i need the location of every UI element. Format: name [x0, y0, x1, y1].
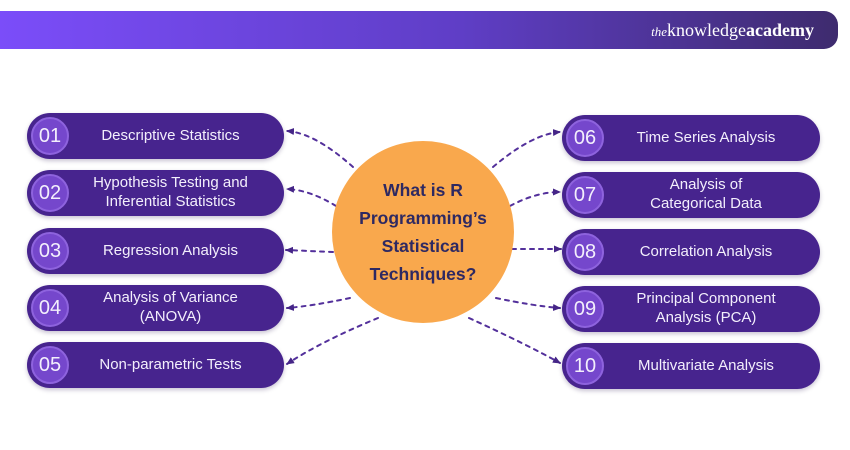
central-topic-title: What is R Programming’s Statistical Tech… [359, 180, 487, 284]
logo-knowledge: knowledge [667, 19, 747, 40]
technique-number-badge: 09 [566, 290, 604, 328]
connector-arrow-10 [468, 317, 561, 364]
technique-pill-correlation-analysis: 08 Correlation Analysis [562, 229, 820, 275]
technique-label: Time Series Analysis [636, 128, 776, 146]
technique-pill-time-series-analysis: 06 Time Series Analysis [562, 115, 820, 161]
logo-academy: academy [746, 19, 814, 40]
technique-number-badge: 06 [566, 119, 604, 157]
technique-number-badge: 02 [31, 174, 69, 212]
connector-arrow-09 [495, 297, 561, 311]
technique-number-badge: 05 [31, 346, 69, 384]
technique-pill-hypothesis-testing: 02 Hypothesis Testing and Inferential St… [27, 170, 284, 216]
technique-number-badge: 08 [566, 233, 604, 271]
technique-label: Hypothesis Testing and Inferential Stati… [93, 174, 248, 210]
technique-number-badge: 07 [566, 176, 604, 214]
technique-number-badge: 01 [31, 117, 69, 155]
technique-label: Regression Analysis [102, 241, 239, 259]
technique-number-badge: 04 [31, 289, 69, 327]
technique-label: Descriptive Statistics [101, 126, 240, 144]
technique-label: Multivariate Analysis [638, 356, 774, 374]
connector-arrow-03 [285, 246, 334, 254]
technique-pill-anova: 04 Analysis of Variance (ANOVA) [27, 285, 284, 331]
technique-pill-pca: 09 Principal Component Analysis (PCA) [562, 286, 820, 332]
technique-pill-categorical-data: 07 Analysis of Categorical Data [562, 172, 820, 218]
connector-arrow-05 [286, 317, 379, 365]
technique-pill-non-parametric-tests: 05 Non-parametric Tests [27, 342, 284, 388]
central-topic-circle: What is R Programming’s Statistical Tech… [332, 141, 514, 323]
technique-label: Analysis of Variance (ANOVA) [103, 289, 238, 325]
technique-label: Principal Component Analysis (PCA) [636, 290, 776, 326]
connector-arrow-01 [286, 128, 354, 168]
technique-label: Analysis of Categorical Data [650, 176, 762, 212]
connector-arrow-07 [509, 188, 561, 207]
technique-pill-multivariate-analysis: 10 Multivariate Analysis [562, 343, 820, 389]
technique-number-badge: 10 [566, 347, 604, 385]
technique-pill-descriptive-statistics: 01 Descriptive Statistics [27, 113, 284, 159]
technique-label: Correlation Analysis [639, 242, 773, 260]
connector-arrow-02 [286, 185, 337, 207]
logo-the: the [651, 23, 668, 39]
technique-number-badge: 03 [31, 232, 69, 270]
brand-bar: theknowledgeacademy [0, 11, 838, 49]
technique-label: Non-parametric Tests [99, 355, 242, 373]
connector-arrow-04 [286, 297, 351, 311]
technique-pill-regression-analysis: 03 Regression Analysis [27, 228, 284, 274]
knowledge-academy-logo: theknowledgeacademy [651, 21, 814, 40]
connector-arrow-06 [492, 129, 561, 168]
